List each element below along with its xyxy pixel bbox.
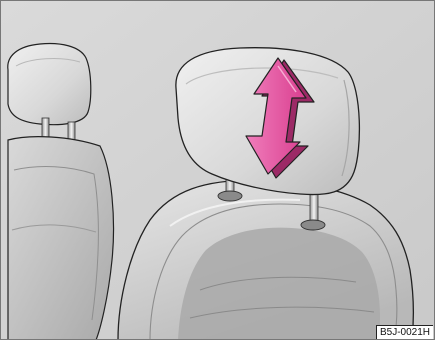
front-post-guide-right [301,220,325,230]
figure-code-label: B5J-0021H [376,325,433,339]
front-post-guide-left [218,191,242,201]
rear-headrest [8,44,91,125]
